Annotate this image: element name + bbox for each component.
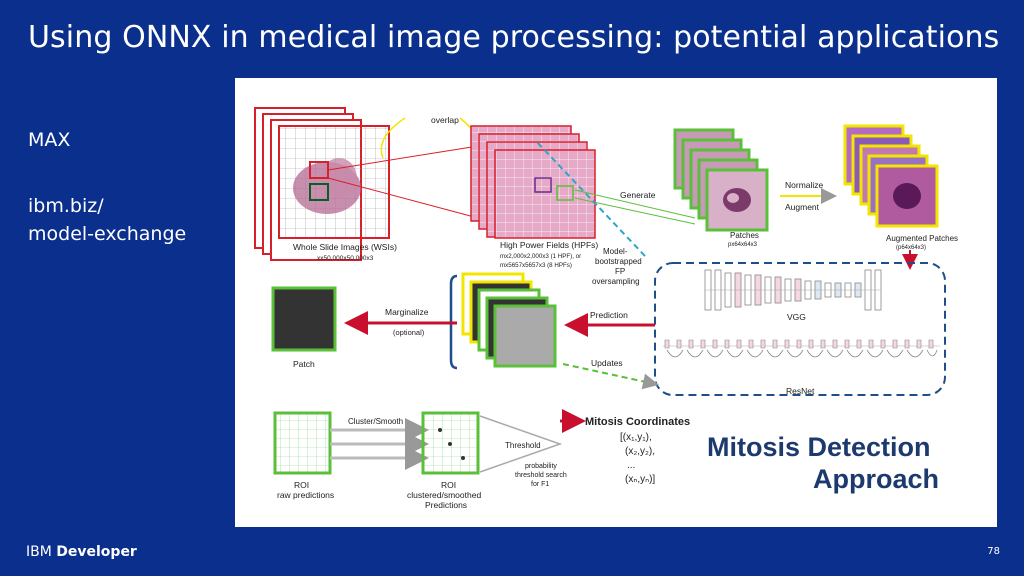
roi-raw-line-2: raw predictions [277,490,334,500]
patches-stack [673,128,769,232]
augmented-label: Augmented Patches [886,234,958,243]
mitosis-coordinates-title: Mitosis Coordinates [585,416,690,428]
patches-label: Patches [730,231,759,240]
generate-label: Generate [620,190,656,200]
slide-title: Using ONNX in medical image processing: … [28,20,1000,55]
marginalize-label: Marginalize [385,307,429,317]
coord-2: (x₂,y₂), [625,446,655,457]
output-stack [461,272,557,368]
roi-clustered-line-1: ROI [441,480,456,490]
hpf-label: High Power Fields (HPFs) [500,240,598,250]
roi-raw-box [273,411,332,475]
model-fp-arrow [534,139,646,257]
vgg-label: VGG [787,312,806,322]
updates-label: Updates [591,358,623,368]
augment-label: Augment [785,202,820,212]
coord-3: ... [627,460,635,471]
wsi-stack [254,107,390,261]
normalize-label: Normalize [785,180,824,190]
link-line-2[interactable]: model-exchange [28,223,187,245]
updates-arrow [562,363,659,390]
roi-clustered-line-3: Predictions [425,500,467,510]
augmented-size: (p64x64x3) [896,245,926,251]
mitosis-detection-diagram: Whole Slide Images (WSIs) xx50,000x50,00… [235,78,997,527]
link-line-1[interactable]: ibm.biz/ [28,195,104,217]
cluster-label: Cluster/Smooth [348,417,403,426]
patch-label: Patch [293,359,315,369]
model-fp-line-2: bootstrapped [595,257,642,266]
model-fp-line-1: Model- [603,247,628,256]
threshold-label: Threshold [505,441,541,450]
augmented-patches-stack [843,124,939,228]
roi-clustered-line-2: clustered/smoothed [407,490,481,500]
prob-line-2: threshold search [515,472,567,479]
coord-4: (xₙ,yₙ)] [625,474,655,485]
max-label: MAX [28,129,71,151]
coord-1: [(x₁,y₁), [620,432,652,443]
optional-label: (optional) [393,328,425,337]
model-fp-line-4: oversampling [592,277,640,286]
patch-box [271,286,337,352]
approach-title-line-1: Mitosis Detection [707,432,931,462]
resnet-network [663,339,940,358]
hpf-stack [470,125,596,239]
approach-title-line-2: Approach [813,464,939,494]
wsi-label: Whole Slide Images (WSIs) [293,242,397,252]
model-fp-line-3: FP [615,267,625,276]
hpf-size-1: mx2,000x2,000x3 (1 HPF), or [500,253,581,260]
prediction-label: Prediction [590,310,628,320]
hpf-size-2: mx5657x5657x3 (8 HPFs) [500,262,572,269]
prob-line-1: probability [525,463,557,470]
model-box [654,262,946,396]
wsi-size: xx50,000x50,000x3 [317,255,374,262]
vgg-network [704,269,882,311]
roi-raw-line-1: ROI [294,480,309,490]
resnet-label: ResNet [786,386,815,396]
ibm-developer-logo: IBM Developer [26,544,137,560]
page-number: 78 [987,546,1000,557]
patches-size: px64x64x3 [728,242,758,248]
prob-line-3: for F1 [531,481,549,488]
overlap-label: overlap [431,115,459,125]
